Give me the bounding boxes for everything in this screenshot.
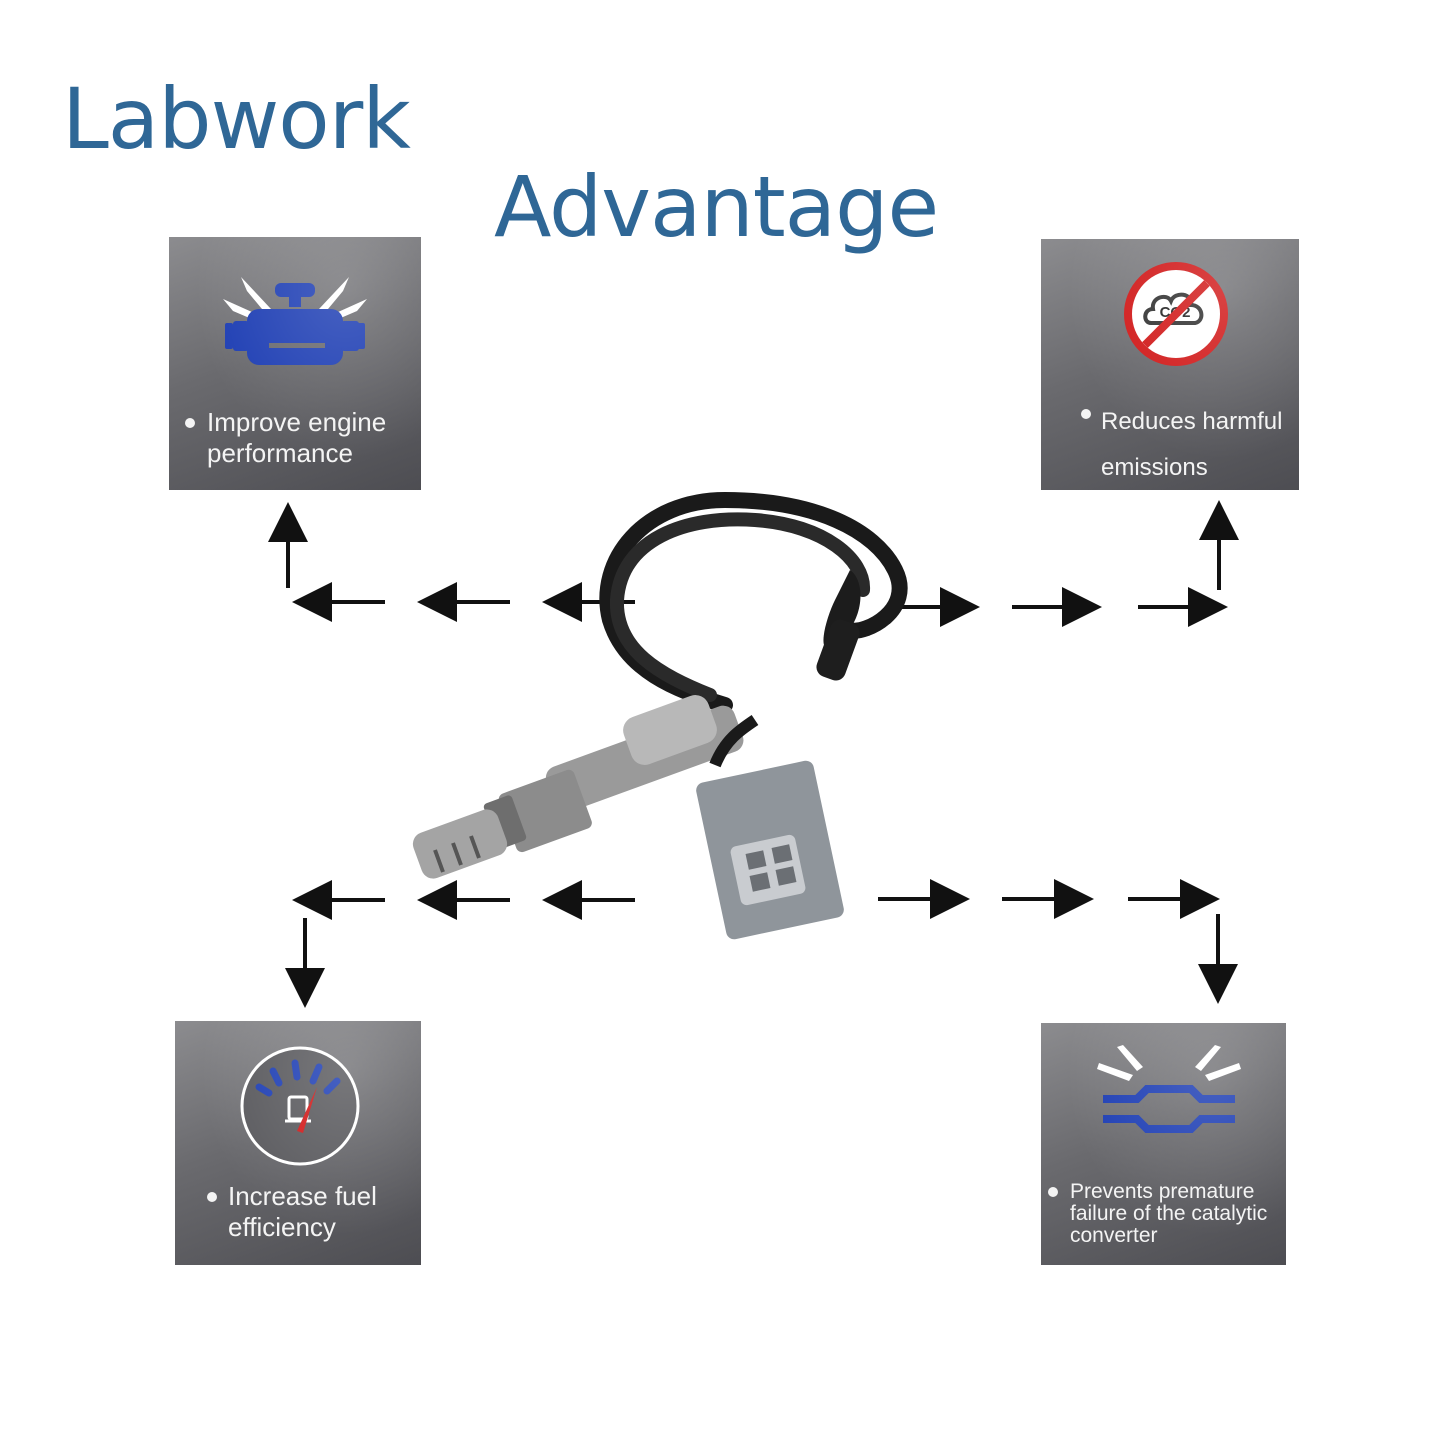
card-emissions-line2: emissions bbox=[1101, 454, 1208, 481]
page-title: Advantage bbox=[494, 158, 939, 256]
oxygen-sensor-icon bbox=[412, 491, 908, 940]
card-fuel-line1: Increase fuel bbox=[228, 1181, 377, 1211]
card-fuel-efficiency: Increase fuel efficiency bbox=[175, 1021, 421, 1265]
catalytic-converter-icon bbox=[1097, 1045, 1241, 1133]
card-catalytic-line2: failure of the catalytic bbox=[1070, 1202, 1268, 1225]
card-reduce-emissions: CO2 Reduces harmful emissions bbox=[1041, 239, 1299, 490]
card-catalytic-line1: Prevents premature bbox=[1070, 1180, 1255, 1203]
card-fuel-line2: efficiency bbox=[228, 1212, 336, 1242]
card-emissions-line1: Reduces harmful bbox=[1101, 408, 1283, 435]
card-engine-line1: Improve engine bbox=[207, 407, 387, 437]
card-catalytic-converter: Prevents premature failure of the cataly… bbox=[1041, 1023, 1286, 1265]
card-engine-line2: performance bbox=[207, 438, 353, 468]
card-catalytic-line3: converter bbox=[1070, 1224, 1158, 1247]
fuel-gauge-icon bbox=[240, 1046, 360, 1166]
card-engine-performance: Improve engine performance bbox=[169, 237, 421, 490]
brand-title: Labwork bbox=[62, 70, 411, 168]
engine-icon bbox=[223, 277, 367, 365]
no-co2-icon: CO2 bbox=[1124, 262, 1228, 366]
